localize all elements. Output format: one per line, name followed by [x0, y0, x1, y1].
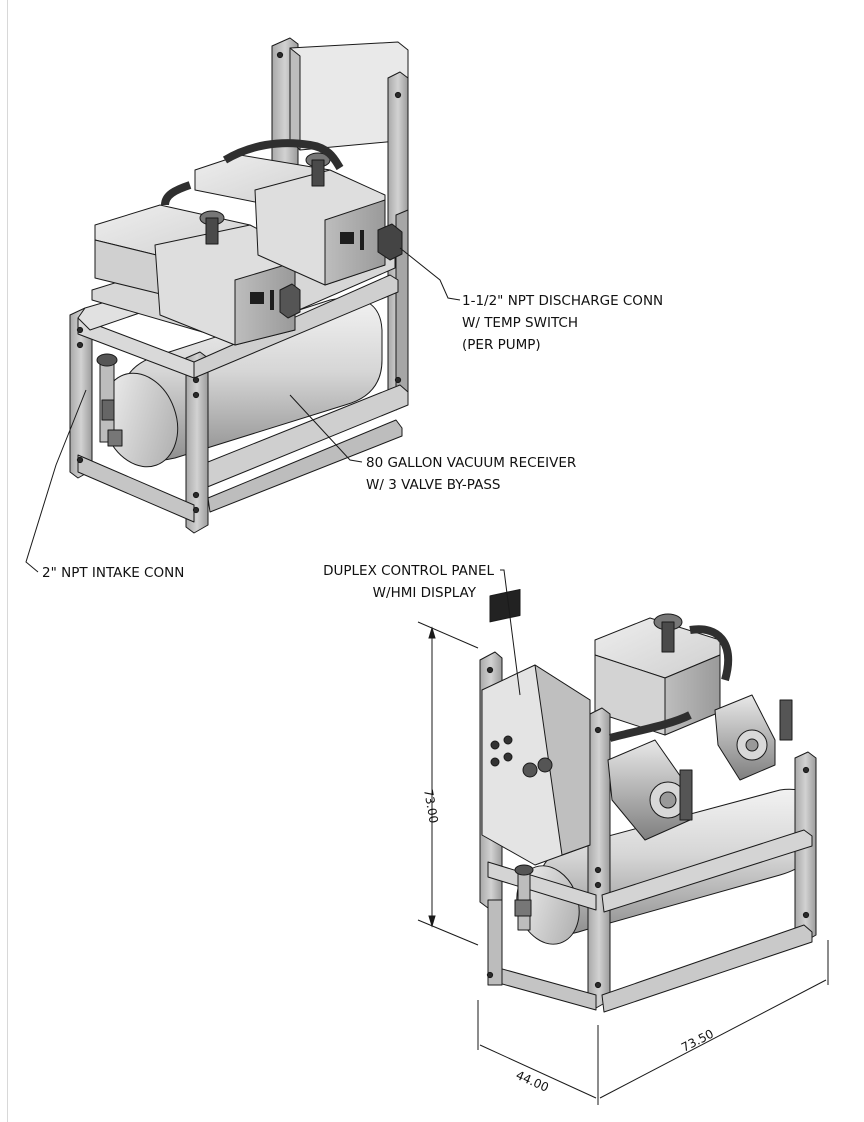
front-left-post-2	[587, 707, 611, 1009]
hmi-display	[489, 588, 521, 623]
receiver-callout-line2: W/ 3 VALVE BY-PASS	[366, 477, 500, 493]
hose-left	[161, 181, 192, 206]
discharge-callout-line2: W/ TEMP SWITCH	[462, 315, 578, 331]
leader-lines	[25, 247, 521, 696]
discharge-callout-line1: 1-1/2" NPT DISCHARGE CONN	[462, 293, 663, 309]
discharge-fitting-a	[279, 283, 301, 319]
base-rail-2	[487, 964, 597, 1011]
lower-crossbar	[77, 454, 195, 523]
dimension-lines	[417, 621, 829, 1105]
depth-dim-line	[479, 1044, 597, 1099]
discharge-callout-line3: (PER PUMP)	[462, 337, 541, 353]
depth-dimension: 44.00	[514, 1068, 551, 1095]
panel-callout-line2: W/HMI DISPLAY	[373, 585, 477, 601]
receiver-callout-line1: 80 GALLON VACUUM RECEIVER	[366, 455, 576, 471]
hose-top	[222, 139, 344, 171]
top-view	[69, 37, 409, 534]
sheet-border	[7, 0, 8, 1122]
front-right-post	[185, 351, 209, 534]
base-rail-back	[207, 419, 403, 513]
height-dimension: 73.00	[421, 788, 441, 824]
bottom-view	[479, 588, 817, 1013]
width-dim-line	[599, 979, 827, 1099]
intake-callout: 2" NPT INTAKE CONN	[42, 565, 184, 581]
panel-callout-line1: DUPLEX CONTROL PANEL	[323, 563, 494, 579]
discharge-fitting-b	[377, 223, 403, 261]
width-dimension: 73.50	[679, 1027, 716, 1055]
